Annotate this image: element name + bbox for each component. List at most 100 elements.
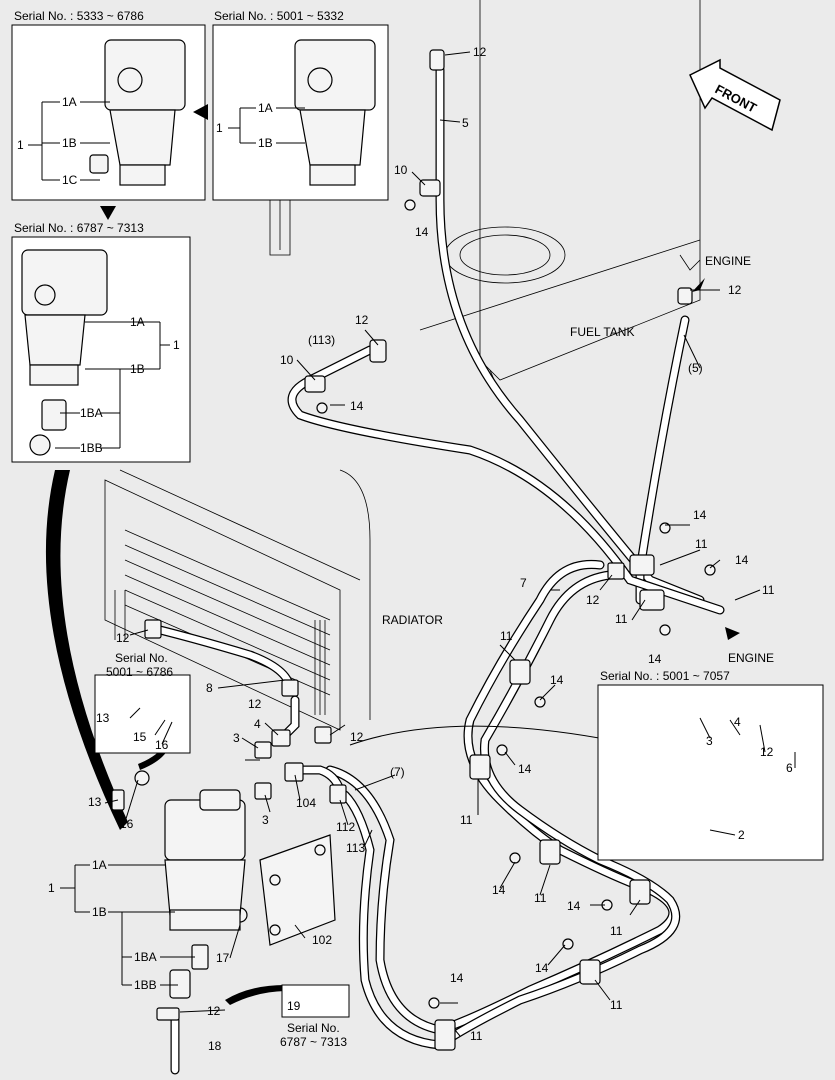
callout: 11 [460, 813, 473, 827]
label: 1A [258, 101, 273, 115]
radiator-label: RADIATOR [382, 613, 443, 627]
label: 12 [760, 745, 774, 759]
clamps [304, 49, 693, 1051]
callout: 12 [207, 1004, 221, 1018]
callout: 1BB [134, 978, 157, 992]
callout: 12 [116, 631, 130, 645]
leader-lines [28, 51, 796, 1037]
label: 1 [17, 138, 24, 152]
callout: 3 [262, 813, 269, 827]
reference-arc [45, 470, 128, 830]
inset-top-left-filter [89, 39, 186, 186]
label: 4 [734, 715, 741, 729]
label: 19 [287, 999, 301, 1013]
callout: 11 [615, 612, 628, 626]
callout: 14 [550, 673, 564, 687]
callout: 1 [48, 881, 55, 895]
label: 1B [258, 136, 273, 150]
label: 1BB [80, 441, 103, 455]
inset-left-filter [21, 249, 108, 456]
callout: 5 [462, 116, 469, 130]
callout: 12 [728, 283, 742, 297]
label: 1B [62, 136, 77, 150]
callout: 11 [695, 537, 708, 551]
label: 1 [173, 338, 180, 352]
callout: 18 [208, 1039, 222, 1053]
callout: 12 [248, 697, 262, 711]
label: 1BA [80, 406, 103, 420]
callout: 14 [415, 225, 429, 239]
callout: 16 [120, 817, 134, 831]
callout: 1BA [134, 950, 157, 964]
main-fuel-filter [164, 789, 336, 946]
callout: (113) [308, 333, 335, 347]
callout: 12 [350, 730, 364, 744]
label: 1 [216, 121, 223, 135]
reference-arc-bottom [225, 985, 285, 1005]
callout: 113 [346, 841, 365, 855]
callout: 3 [233, 731, 240, 745]
inset-left-serial: Serial No. : 6787 ~ 7313 [14, 221, 144, 235]
inset-small-serial-1: Serial No. [115, 651, 168, 665]
engine-top-arrow [692, 278, 705, 292]
callout: 14 [735, 553, 749, 567]
engine-right-arrow [725, 627, 740, 640]
label: 13 [96, 711, 110, 725]
callout: 1A [92, 858, 107, 872]
callout: 11 [762, 583, 775, 597]
callout: 11 [500, 629, 513, 643]
inset-arrow-left [193, 104, 208, 120]
callout: 8 [206, 681, 213, 695]
callout: (5) [688, 361, 703, 375]
callout: 102 [312, 933, 332, 947]
callout: 12 [586, 593, 600, 607]
callout: 17 [216, 951, 230, 965]
callout: 14 [693, 508, 707, 522]
callout: (7) [390, 765, 405, 779]
callout: 14 [567, 899, 581, 913]
inset-bottom-serial-1: Serial No. [287, 1021, 340, 1035]
callout: 14 [535, 961, 549, 975]
callout: 10 [280, 353, 294, 367]
front-arrow: FRONT [689, 58, 781, 132]
callout: 12 [355, 313, 369, 327]
callout: 14 [648, 652, 662, 666]
callout: 14 [350, 399, 364, 413]
inset-arrow-down [100, 206, 116, 220]
label: 2 [738, 828, 745, 842]
callout: 104 [296, 796, 316, 810]
engine-right-label: ENGINE [728, 651, 774, 665]
label: 1C [62, 173, 78, 187]
fittings [111, 562, 625, 1021]
callout: 14 [492, 883, 506, 897]
engine-top-label: ENGINE [705, 254, 751, 268]
callout: 11 [534, 891, 547, 905]
label: 1B [130, 362, 145, 376]
callout: 10 [394, 163, 408, 177]
inset-bottom-serial-2: 6787 ~ 7313 [280, 1035, 347, 1049]
fuel-tank-label: FUEL TANK [570, 325, 634, 339]
callout: 13 [88, 795, 102, 809]
callout: 14 [450, 971, 464, 985]
label: 3 [706, 734, 713, 748]
callout: 4 [254, 717, 261, 731]
callout: 11 [470, 1029, 483, 1043]
label: 6 [786, 761, 793, 775]
callout: 1B [92, 905, 107, 919]
inset-bottom-box [281, 984, 350, 1018]
label: 1A [130, 315, 145, 329]
callout: 7 [520, 576, 527, 590]
callout: 11 [610, 998, 623, 1012]
callout: 12 [473, 45, 487, 59]
callout: 14 [518, 762, 532, 776]
inset-top-left-serial: Serial No. : 5333 ~ 6786 [14, 9, 144, 23]
label: 1A [62, 95, 77, 109]
callout: 112 [336, 820, 355, 834]
label: 15 [133, 730, 147, 744]
label: 16 [155, 738, 169, 752]
inset-right-serial: Serial No. : 5001 ~ 7057 [600, 669, 730, 683]
inset-top-mid-filter [294, 39, 376, 186]
inset-small-serial-2: 5001 ~ 6786 [106, 665, 173, 679]
inset-small-box [94, 674, 191, 754]
